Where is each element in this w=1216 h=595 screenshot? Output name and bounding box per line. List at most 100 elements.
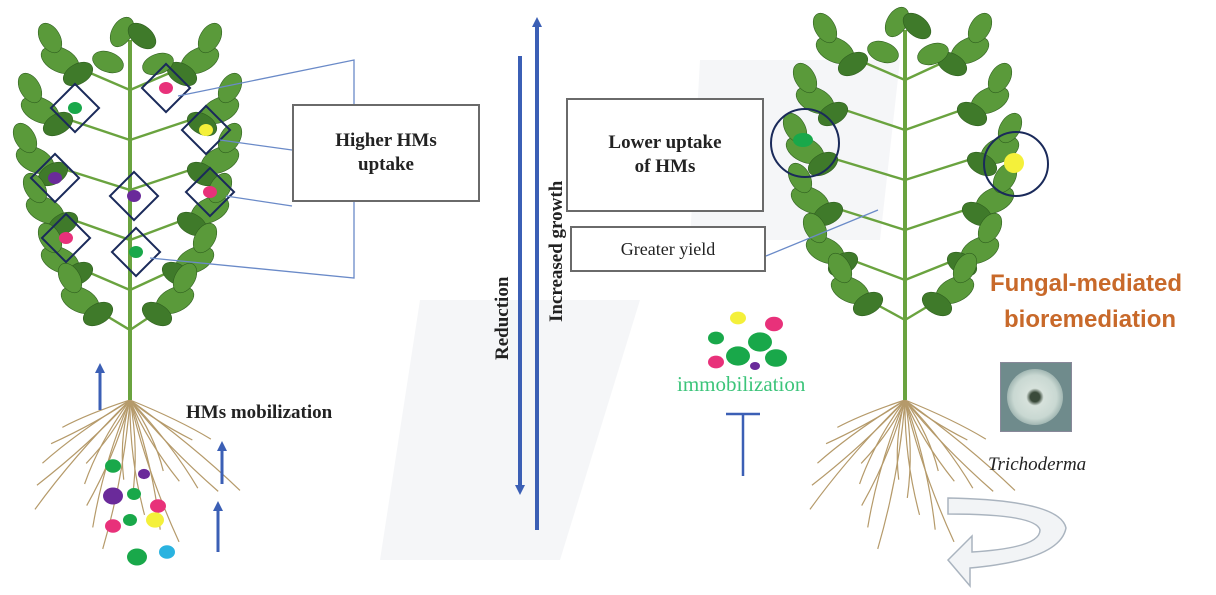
- hm-particle: [68, 102, 82, 114]
- root: [904, 399, 911, 499]
- root-heavy-metal-particles: [103, 459, 175, 566]
- right-plant: [770, 6, 1049, 550]
- lower-uptake-box: Lower uptake of HMs: [566, 98, 764, 212]
- hm-particle: [48, 172, 62, 184]
- hm-particle: [127, 190, 141, 202]
- lower-uptake-line2: of HMs: [634, 156, 696, 177]
- left-plant: [12, 16, 243, 550]
- hm-particle: [159, 82, 173, 94]
- root: [129, 399, 219, 492]
- root: [837, 399, 906, 428]
- root: [904, 399, 921, 516]
- hm-particle: [138, 468, 150, 480]
- connector-line: [177, 59, 355, 104]
- hm-highlight-square: [184, 166, 236, 218]
- lower-uptake-line1: Lower uptake: [608, 132, 722, 153]
- root: [121, 399, 131, 480]
- hm-mobilization-label: HMs mobilization: [186, 402, 333, 423]
- root: [129, 399, 212, 440]
- hm-highlight-square: [180, 104, 232, 156]
- root: [34, 399, 131, 510]
- greater-yield-box: Greater yield: [570, 226, 766, 272]
- root: [904, 399, 1016, 491]
- hm-particle: [765, 349, 787, 367]
- swirl-arrow: [946, 497, 1067, 589]
- hm-particle: [1004, 153, 1024, 173]
- leaf: [967, 12, 993, 44]
- connector-line: [765, 209, 879, 257]
- hm-particle: [105, 459, 121, 473]
- reduction-label: Reduction: [492, 276, 513, 360]
- fungal-title-line2: bioremediation: [1004, 306, 1177, 333]
- connector-line: [149, 202, 355, 279]
- leaf: [867, 40, 899, 64]
- root: [904, 399, 955, 543]
- root: [129, 399, 164, 472]
- leaf: [217, 72, 243, 104]
- trichoderma-culture-image: [1000, 362, 1072, 432]
- root: [102, 399, 131, 550]
- leaf: [22, 172, 48, 204]
- connector-line: [225, 195, 293, 207]
- hm-particle: [146, 512, 164, 528]
- root: [129, 399, 241, 491]
- leaf: [817, 101, 849, 127]
- leaf: [142, 52, 174, 76]
- leaf: [37, 22, 63, 54]
- hm-highlight-square: [40, 212, 92, 264]
- hm-highlight-square: [110, 226, 162, 278]
- hm-particle: [199, 124, 213, 136]
- hm-particle: [127, 488, 141, 500]
- leaf: [802, 212, 828, 244]
- root: [896, 399, 906, 480]
- hm-particle: [765, 316, 783, 332]
- leaf: [92, 50, 124, 74]
- hm-particle: [708, 355, 724, 369]
- fungal-title-line1: Fungal-mediated: [990, 270, 1183, 297]
- hm-particle: [203, 186, 217, 198]
- hm-particle: [159, 545, 175, 559]
- connector-lines: [149, 59, 879, 279]
- root: [904, 399, 994, 492]
- root: [129, 399, 180, 543]
- leaf: [987, 62, 1013, 94]
- root: [129, 399, 193, 441]
- leaf: [812, 12, 838, 44]
- root: [42, 399, 131, 464]
- leaf: [827, 252, 853, 284]
- root: [904, 399, 955, 482]
- hm-highlight-square: [29, 152, 81, 204]
- root: [62, 399, 131, 428]
- leaf: [837, 51, 869, 77]
- leaf: [42, 111, 74, 137]
- leaf: [917, 42, 949, 66]
- higher-uptake-line1: Higher HMs: [335, 130, 437, 151]
- leaf: [952, 252, 978, 284]
- connector-line: [219, 139, 293, 151]
- root: [84, 399, 131, 485]
- leaf: [956, 101, 988, 127]
- leaf: [977, 212, 1003, 244]
- hm-highlight-square: [108, 170, 160, 222]
- hm-particle: [103, 487, 123, 505]
- leaf: [966, 151, 998, 177]
- root: [904, 399, 936, 530]
- root: [867, 399, 906, 528]
- leaf: [141, 301, 173, 327]
- root: [809, 399, 906, 510]
- hm-particle: [748, 332, 772, 352]
- highlight-circle: [983, 131, 1049, 197]
- hm-particle: [793, 133, 813, 147]
- leaf: [172, 262, 198, 294]
- leaf: [37, 222, 63, 254]
- leaf: [12, 122, 38, 154]
- leaf: [192, 222, 218, 254]
- hm-particle: [123, 514, 137, 526]
- increased-growth-label: Increased growth: [546, 180, 567, 322]
- leaf: [82, 301, 114, 327]
- trichoderma-label: Trichoderma: [988, 454, 1087, 475]
- root: [904, 399, 939, 472]
- hm-particle: [750, 362, 760, 370]
- hm-particle: [129, 246, 143, 258]
